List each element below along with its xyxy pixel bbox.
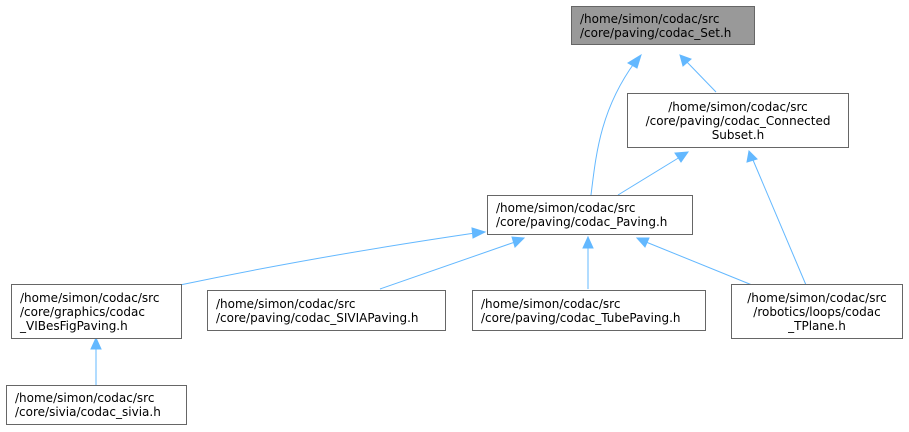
node-codac-siviapaving-h[interactable]: /home/simon/codac/src /core/paving/codac… [207, 290, 446, 331]
node-codac-tplane-h[interactable]: /home/simon/codac/src /robotics/loops/co… [731, 284, 903, 339]
node-line: /core/paving/codac_Set.h [580, 25, 732, 40]
node-line: Subset.h [711, 127, 765, 142]
node-codac-paving-h[interactable]: /home/simon/codac/src /core/paving/codac… [487, 195, 693, 235]
node-line: /core/paving/codac_Paving.h [496, 215, 668, 229]
node-line: /home/simon/codac/src [496, 201, 636, 215]
node-codac-tubepaving-h[interactable]: /home/simon/codac/src /core/paving/codac… [472, 290, 706, 331]
node-codac-vibesfigpaving-h[interactable]: /home/simon/codac/src /core/graphics/cod… [11, 284, 182, 339]
node-line: /core/paving/codac_Connected [645, 113, 831, 128]
edge-connected-to-set [685, 60, 717, 93]
node-codac-sivia-h[interactable]: /home/simon/codac/src /core/sivia/codac_… [6, 385, 187, 425]
node-line: /home/simon/codac/src [481, 296, 621, 311]
arrowhead-icon [471, 227, 487, 239]
edge-vibes-to-paving [179, 232, 476, 286]
node-line: /home/simon/codac/src [747, 290, 887, 305]
edge-paving-to-connected [617, 156, 681, 196]
node-line: /robotics/loops/codac [753, 304, 881, 319]
arrowhead-icon [679, 54, 692, 67]
arrowhead-icon [746, 149, 758, 163]
node-line: /core/paving/codac_TubePaving.h [481, 310, 681, 325]
arrowhead-icon [582, 235, 594, 249]
node-line: /home/simon/codac/src [580, 11, 720, 26]
edge-paving-to-set [590, 61, 636, 196]
node-codac-set-h[interactable]: /home/simon/codac/src /core/paving/codac… [571, 6, 755, 45]
arrowhead-icon [511, 236, 526, 248]
arrowhead-icon [635, 237, 650, 248]
node-line: /core/paving/codac_SIVIAPaving.h [216, 310, 419, 325]
node-line: /core/sivia/codac_sivia.h [15, 405, 161, 419]
arrowhead-icon [674, 151, 690, 163]
edge-sivia-paving-to-paving [379, 241, 516, 290]
arrowhead-icon [90, 336, 102, 350]
arrowhead-icon [627, 53, 642, 69]
node-line: /home/simon/codac/src [20, 290, 160, 305]
node-line: _TPlane.h [788, 318, 846, 333]
node-line: /core/graphics/codac [20, 304, 145, 319]
node-codac-connected-subset-h[interactable]: /home/simon/codac/src /core/paving/codac… [627, 93, 849, 148]
node-line: _VIBesFigPaving.h [20, 318, 128, 333]
node-line: /home/simon/codac/src [216, 296, 356, 311]
node-line: /home/simon/codac/src [668, 99, 808, 114]
edge-tplane-to-paving [645, 241, 753, 286]
edge-tplane-to-connected [752, 159, 807, 286]
node-line: /home/simon/codac/src [15, 391, 155, 405]
